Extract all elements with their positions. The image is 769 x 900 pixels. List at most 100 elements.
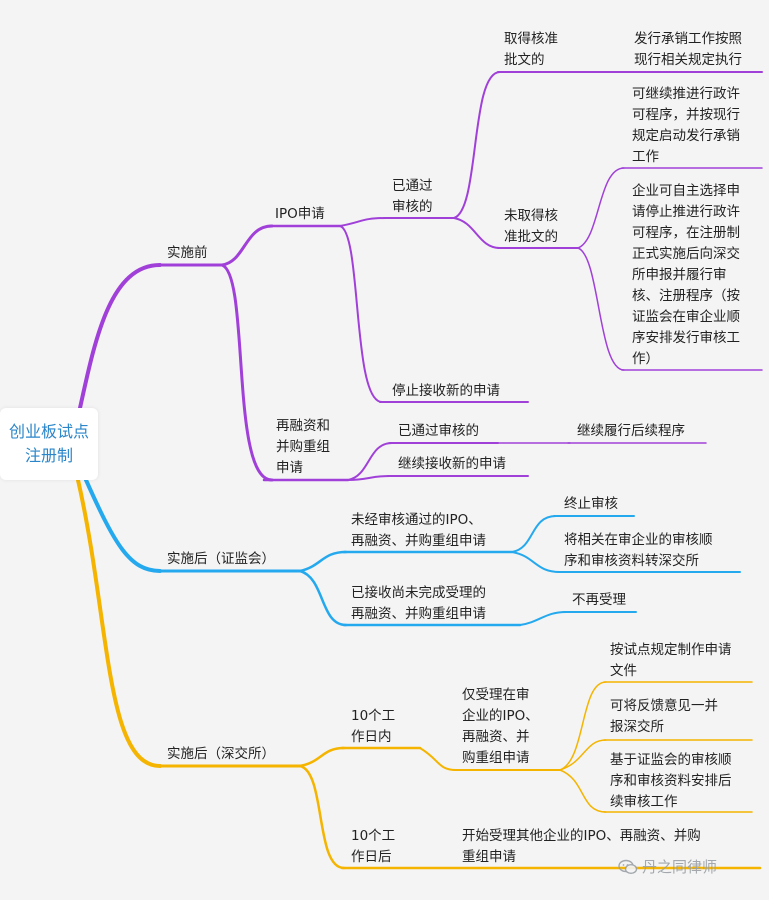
edge-sub-c2 — [559, 739, 607, 771]
node-csrc-no-accept[interactable]: 不再受理 — [572, 592, 626, 608]
node-csrc-transfer-l2: 序和审核资料转深交所 — [564, 553, 699, 569]
node-only-accept-l4: 购重组申请 — [462, 750, 530, 766]
node-csrc-pending[interactable]: 未经审核通过的IPO、 再融资、并购重组申请 — [351, 510, 486, 552]
root-label-line1: 创业板试点 — [8, 422, 89, 441]
edge-root-csrc — [84, 478, 162, 573]
node-after-csrc[interactable]: 实施后（证监会） — [167, 551, 275, 567]
node-feedback[interactable]: 可将反馈意见一并 报深交所 — [610, 696, 718, 738]
edge-accepted-c — [519, 611, 567, 626]
node-csrc-pending-l2: 再融资、并购重组申请 — [351, 533, 486, 549]
purple-branch-lines — [78, 71, 763, 482]
root-label: 创业板试点 注册制 — [4, 420, 94, 468]
node-only-accept-l2: 企业的IPO、 — [462, 708, 539, 724]
node-not-obtained-child1[interactable]: 可继续推进行政许 可程序，并按现行 规定启动发行承销 工作 — [632, 84, 740, 168]
node-obtained[interactable]: 取得核准 批文的 — [504, 29, 558, 71]
node-refin[interactable]: 再融资和 并购重组 申请 — [276, 416, 330, 479]
watermark-text: 丹之同律师 — [642, 858, 718, 876]
node-not-obtained-l1: 未取得核 — [504, 208, 558, 224]
node-ipo-passed[interactable]: 已通过 审核的 — [392, 176, 433, 218]
edge-ipo-passed — [339, 217, 387, 227]
nc2-l7: 证监会在审企业顺 — [632, 309, 740, 325]
node-csrc-pending-l1: 未经审核通过的IPO、 — [351, 512, 482, 528]
edge-notobtained-c1 — [577, 167, 625, 249]
node-within-10-l2: 作日内 — [351, 729, 392, 745]
nc1-l3: 规定启动发行承销 — [632, 128, 740, 144]
edge-ipo-stop — [339, 225, 383, 403]
node-feedback-l2: 报深交所 — [610, 719, 664, 735]
node-within-10-l1: 10个工 — [351, 708, 396, 724]
edge-pending-c1 — [511, 515, 557, 553]
root-label-line2: 注册制 — [24, 446, 73, 465]
edge-sub-c1 — [559, 681, 607, 771]
node-not-obtained-child2[interactable]: 企业可自主选择申 请停止推进行政许 可程序，在注册制 正式实施后向深交 所申报并… — [632, 181, 740, 370]
edge-csrc-accepted — [298, 569, 348, 627]
node-csrc-accepted-l2: 再融资、并购重组申请 — [351, 606, 486, 622]
node-refin-passed-child[interactable]: 继续履行后续程序 — [577, 423, 685, 439]
node-only-accept-l1: 仅受理在审 — [462, 687, 530, 703]
node-stop-new[interactable]: 停止接收新的申请 — [392, 383, 500, 399]
edge-before-refin — [220, 263, 274, 482]
node-obtained-child-l1: 发行承销工作按照 — [634, 31, 742, 47]
root-node[interactable]: 创业板试点 注册制 — [0, 408, 98, 480]
node-obtained-child-l2: 现行相关规定执行 — [634, 52, 742, 68]
nc2-l2: 请停止推进行政许 — [632, 204, 740, 220]
nc2-l4: 正式实施后向深交 — [632, 246, 740, 262]
node-obtained-l1: 取得核准 — [504, 31, 558, 47]
edge-sub-c3 — [559, 769, 607, 813]
node-csrc-accepted-l1: 已接收尚未完成受理的 — [351, 585, 486, 601]
nc2-l5: 所申报并履行审 — [632, 267, 727, 283]
node-csrc-terminate[interactable]: 终止审核 — [564, 496, 618, 512]
nc2-l1: 企业可自主选择申 — [632, 183, 740, 199]
node-prepare-docs[interactable]: 按试点规定制作申请 文件 — [610, 640, 732, 682]
node-arrange-review-l2: 序和审核资料安排后 — [610, 773, 732, 789]
node-obtained-child[interactable]: 发行承销工作按照 现行相关规定执行 — [634, 29, 742, 71]
node-csrc-accepted[interactable]: 已接收尚未完成受理的 再融资、并购重组申请 — [351, 583, 486, 625]
node-prepare-docs-l2: 文件 — [610, 663, 637, 679]
node-refin-l3: 申请 — [276, 460, 303, 476]
edge-szse-after — [298, 764, 346, 870]
nc1-l2: 可程序，并按现行 — [632, 107, 740, 123]
edge-passed-obtained — [453, 71, 501, 219]
edge-within-sub — [419, 747, 457, 771]
node-accept-others[interactable]: 开始受理其他企业的IPO、再融资、并购 重组申请 — [462, 826, 701, 868]
node-only-accept[interactable]: 仅受理在审 企业的IPO、 再融资、并 购重组申请 — [462, 685, 539, 769]
edge-csrc-pending — [298, 550, 348, 573]
edge-notobtained-c2 — [577, 247, 625, 371]
nc1-l4: 工作 — [632, 149, 659, 165]
edge-pending-c2 — [511, 551, 561, 573]
edge-root-szse — [76, 478, 162, 768]
node-obtained-l2: 批文的 — [504, 52, 545, 68]
node-not-obtained-l2: 准批文的 — [504, 229, 558, 245]
edge-refin-passed — [347, 442, 393, 481]
node-before[interactable]: 实施前 — [167, 245, 208, 261]
nc2-l3: 可程序，在注册制 — [632, 225, 740, 241]
node-refin-l1: 再融资和 — [276, 418, 330, 434]
node-refin-passed[interactable]: 已通过审核的 — [398, 423, 479, 439]
node-ipo-passed-l1: 已通过 — [392, 178, 433, 194]
node-only-accept-l3: 再融资、并 — [462, 729, 530, 745]
node-after-10[interactable]: 10个工 作日后 — [351, 826, 395, 868]
blue-branch-lines — [84, 478, 741, 627]
watermark: 丹之同律师 — [618, 856, 717, 877]
edge-refin-continue — [347, 475, 391, 481]
node-arrange-review[interactable]: 基于证监会的审核顺 序和审核资料安排后 续审核工作 — [610, 750, 732, 813]
node-after-szse[interactable]: 实施后（深交所） — [167, 746, 275, 762]
edge-root-before — [78, 263, 162, 410]
edge-szse-within — [298, 746, 346, 768]
node-csrc-transfer[interactable]: 将相关在审企业的审核顺 序和审核资料转深交所 — [564, 530, 713, 572]
node-ipo[interactable]: IPO申请 — [275, 206, 325, 222]
node-csrc-transfer-l1: 将相关在审企业的审核顺 — [564, 532, 713, 548]
edge-before-ipo — [220, 224, 274, 267]
node-after-10-l2: 作日后 — [351, 849, 392, 865]
node-ipo-passed-l2: 审核的 — [392, 199, 433, 215]
nc1-l1: 可继续推进行政许 — [632, 86, 740, 102]
nc2-l6: 核、注册程序（按 — [632, 288, 740, 304]
node-refin-continue[interactable]: 继续接收新的申请 — [398, 456, 506, 472]
nc2-l9: 作） — [632, 351, 659, 367]
node-not-obtained[interactable]: 未取得核 准批文的 — [504, 206, 558, 248]
yellow-branch-lines — [76, 478, 762, 870]
node-feedback-l1: 可将反馈意见一并 — [610, 698, 718, 714]
node-within-10[interactable]: 10个工 作日内 — [351, 706, 395, 748]
node-prepare-docs-l1: 按试点规定制作申请 — [610, 642, 732, 658]
